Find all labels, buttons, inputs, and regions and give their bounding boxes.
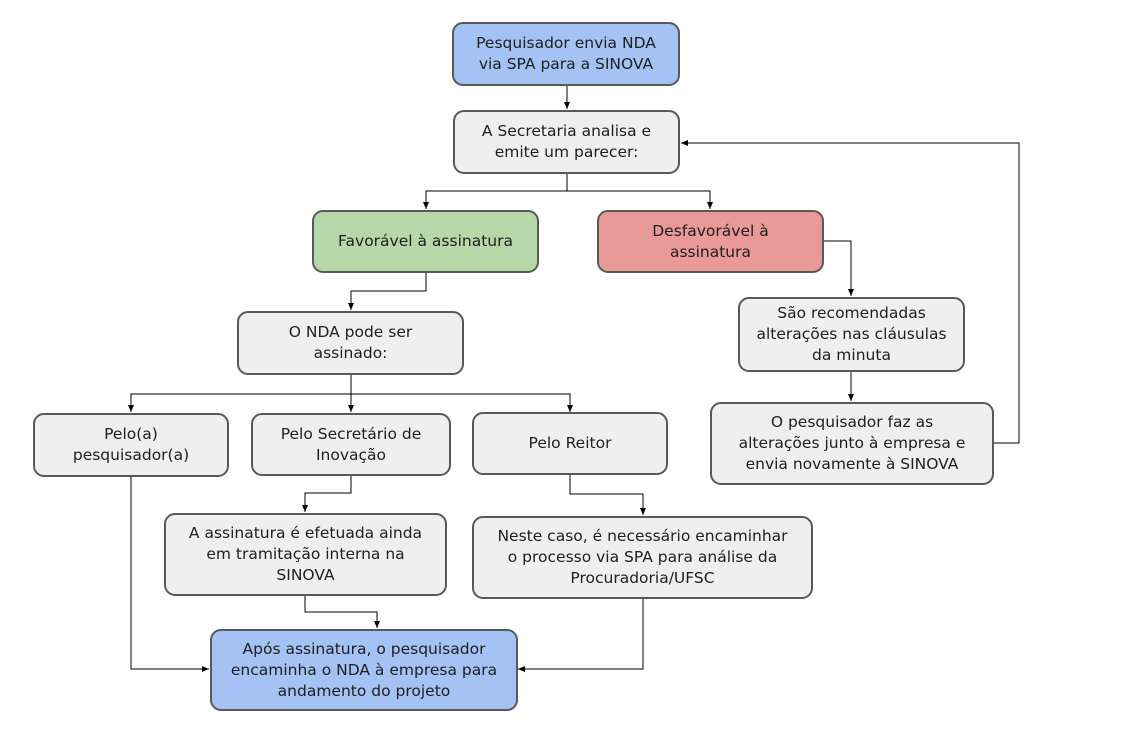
can-be-signed-node: O NDA pode ser assinado: (237, 311, 464, 375)
arrow-can-be-signed-to-researcher (128, 375, 352, 412)
arrow-secretary-to-internal-signature (302, 476, 352, 512)
arrow-procuradoria-to-final (518, 599, 644, 672)
procuradoria-node: Neste caso, é necessário encaminhar o pr… (472, 516, 813, 599)
arrow-analysis-to-favorable (423, 174, 568, 209)
by-researcher-node: Pelo(a) pesquisador(a) (33, 413, 229, 477)
unfavorable-node: Desfavorável à assinatura (597, 210, 824, 273)
start-node: Pesquisador envia NDA via SPA para a SIN… (452, 22, 680, 86)
arrow-internal-signature-to-final (304, 596, 380, 628)
arrow-analysis-to-unfavorable (567, 190, 713, 209)
after-signature-node: Após assinatura, o pesquisador encaminha… (210, 629, 518, 711)
recommended-changes-node: São recomendadas alterações nas cláusula… (738, 297, 965, 372)
analysis-node: A Secretaria analisa e emite um parecer: (453, 110, 680, 174)
arrow-loop-back-to-analysis (681, 140, 1020, 444)
arrow-unfavorable-to-recommended (824, 240, 854, 296)
by-rector-node: Pelo Reitor (472, 412, 668, 475)
favorable-node: Favorável à assinatura (312, 210, 539, 273)
arrow-researcher-to-final (130, 477, 209, 672)
researcher-changes-node: O pesquisador faz as alterações junto à … (710, 402, 994, 485)
by-secretary-node: Pelo Secretário de Inovação (251, 413, 451, 476)
arrow-rector-to-procuradoria (569, 475, 646, 515)
arrow-favorable-to-can-be-signed (348, 273, 427, 310)
signature-internal-node: A assinatura é efetuada ainda em tramita… (164, 513, 447, 596)
arrow-can-be-signed-to-rector (351, 393, 573, 412)
